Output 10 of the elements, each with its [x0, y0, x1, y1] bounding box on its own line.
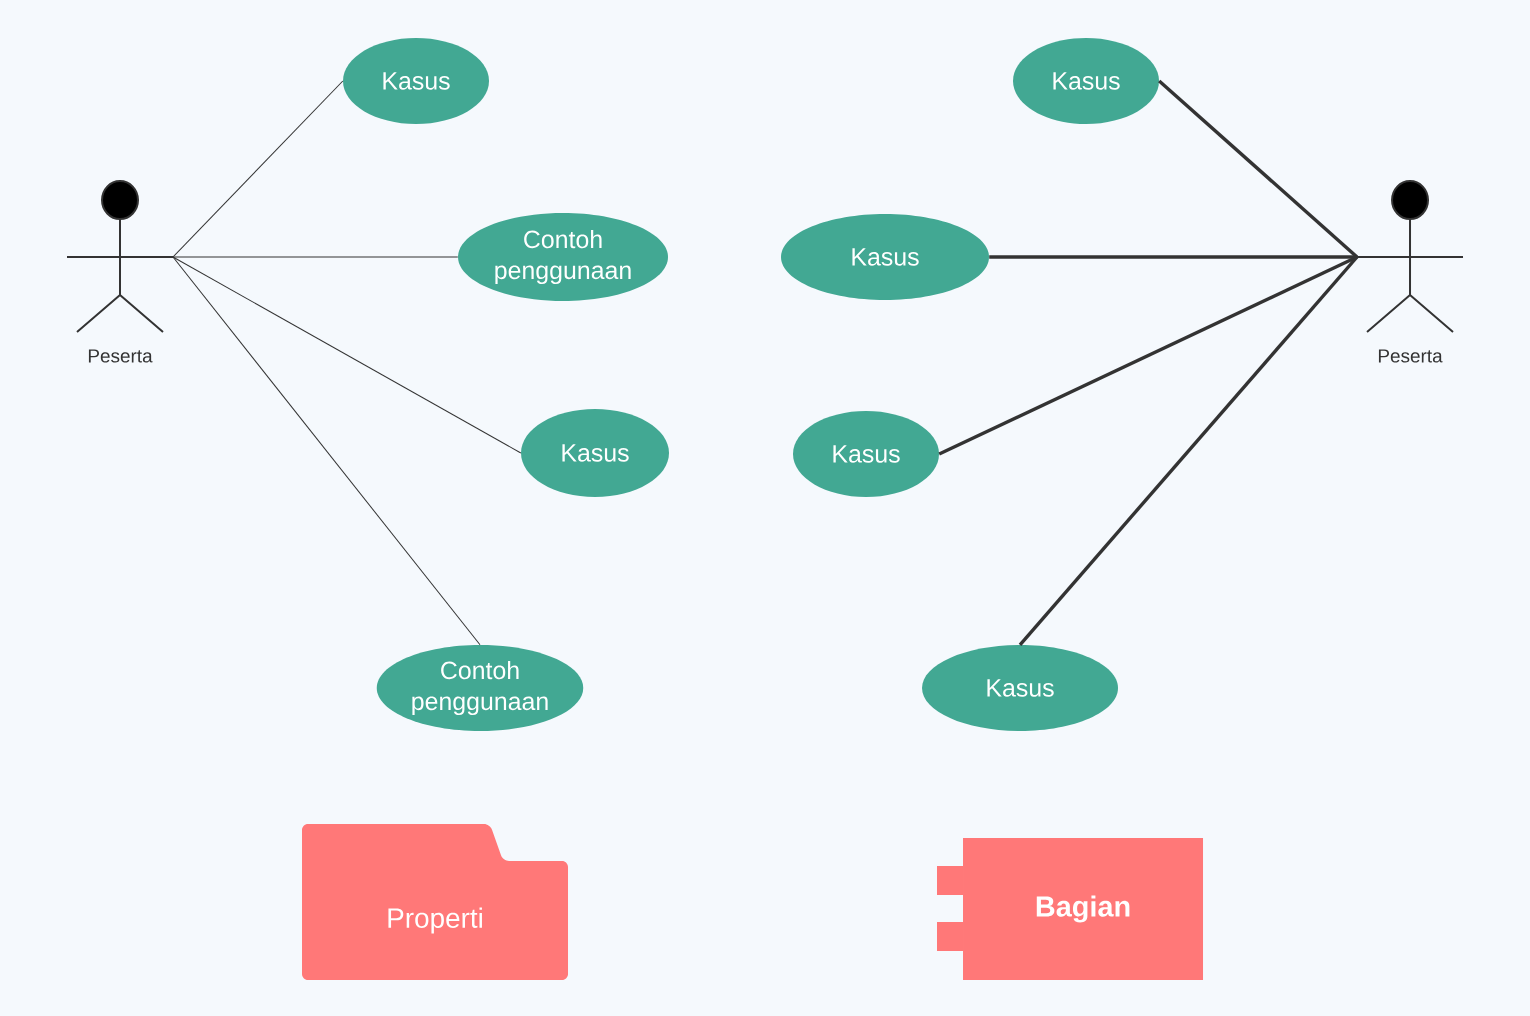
- association-line: [172, 80, 344, 258]
- actor-label: Peserta: [1378, 349, 1443, 363]
- association-line: [1018, 255, 1359, 646]
- association-line: [989, 255, 1357, 259]
- association-line: [172, 256, 481, 646]
- association-line: [938, 255, 1358, 456]
- association-line: [172, 256, 522, 454]
- association-line: [1158, 79, 1359, 259]
- association-line: [172, 256, 459, 258]
- actor-label: Peserta: [88, 349, 153, 363]
